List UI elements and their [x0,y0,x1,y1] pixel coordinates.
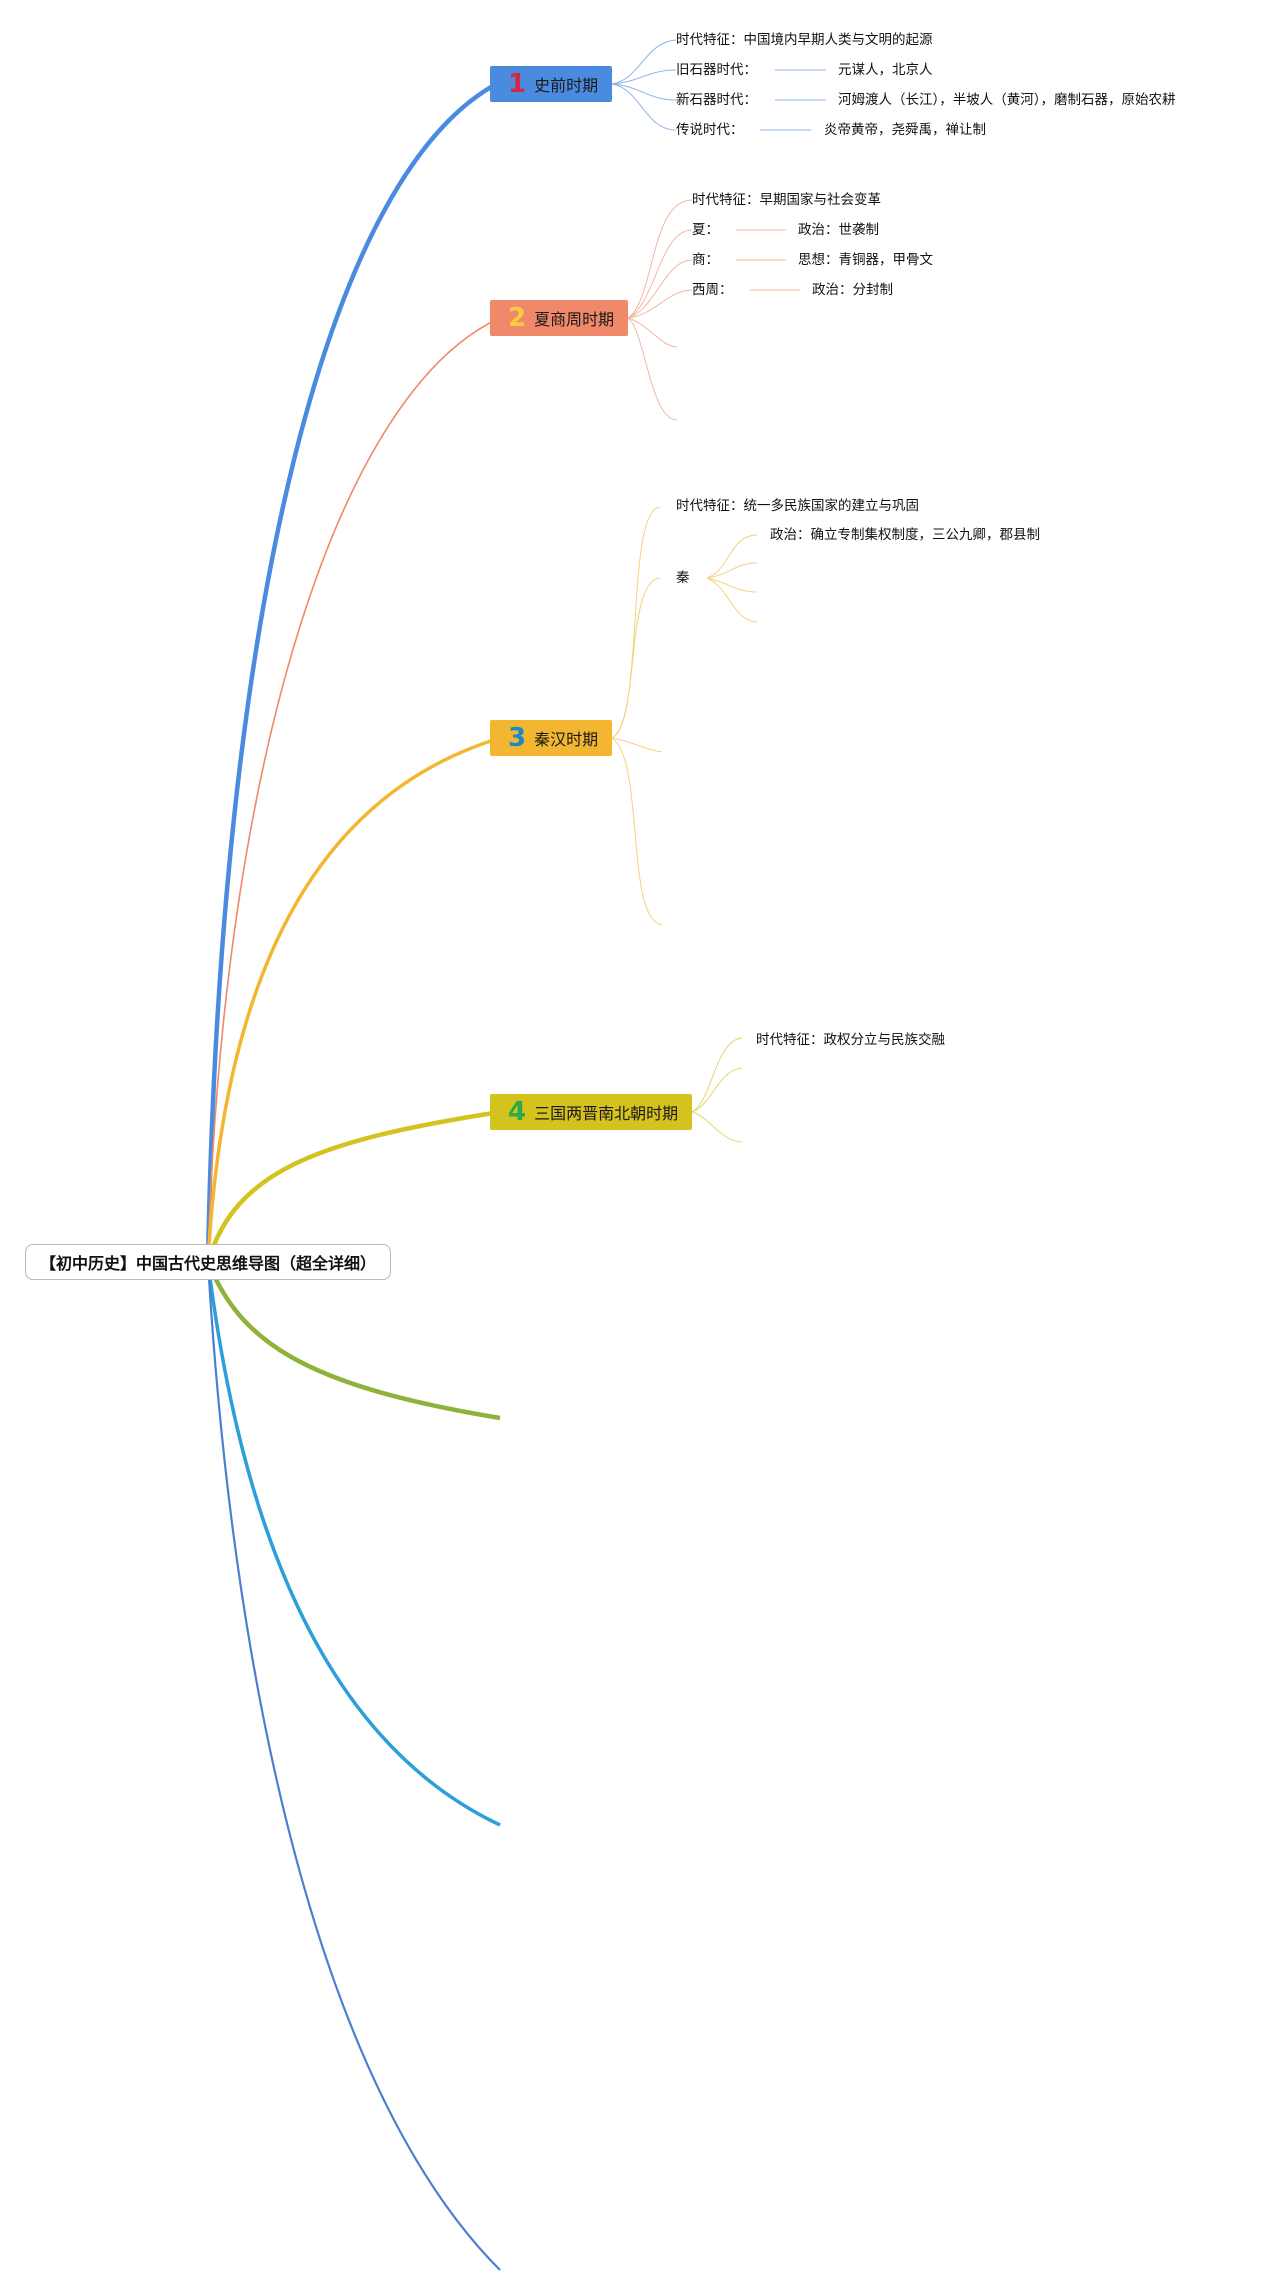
branch-3-child-connectors [611,506,758,926]
leaf-value[interactable]: 元谋人，北京人 [838,62,933,78]
leaf-value[interactable]: 河姆渡人（长江），半坡人（黄河），磨制石器，原始农耕 [838,92,1176,108]
mindmap-root[interactable]: 【初中历史】中国古代史思维导图（超全详细） [25,1244,391,1280]
branch-number-4: 4 [508,1097,527,1127]
branch-node-qin-han[interactable]: 3 秦汉时期 [490,720,612,756]
branch-label: 三国两晋南北朝时期 [534,1104,679,1123]
connector-branch-4 [205,1109,501,1263]
root-label: 【初中历史】中国古代史思维导图（超全详细） [39,1254,376,1273]
branch-node-xia-shang-zhou[interactable]: 2 夏商周时期 [490,300,628,336]
branch-node-prehistoric[interactable]: 1 史前时期 [490,66,612,102]
leaf-text[interactable]: 商： [692,252,719,268]
leaf-text[interactable]: 传说时代： [676,122,744,138]
branch-label: 夏商周时期 [534,310,615,329]
connector-branch-3 [206,736,501,1263]
leaf-text[interactable]: 秦 [676,570,690,586]
connector-branch-7 [206,1261,501,2271]
branch-number-1: 1 [508,69,527,99]
branch-number-3: 3 [508,723,527,753]
connector-branch-5 [205,1261,501,1421]
branch-label: 史前时期 [534,76,599,95]
branch-2-child-connectors [627,199,800,421]
branch-number-2: 2 [508,303,527,333]
leaf-value[interactable]: 政治：分封制 [812,282,893,298]
leaf-text[interactable]: 时代特征：政权分立与民族交融 [756,1032,945,1048]
leaf-text[interactable]: 时代特征：中国境内早期人类与文明的起源 [676,32,933,48]
connector-branch-6 [206,1261,501,1827]
branch-label: 秦汉时期 [534,730,599,749]
connector-branch-1 [205,80,502,1263]
branch-1-child-connectors [611,39,826,131]
leaf-text[interactable]: 新石器时代： [676,92,757,108]
leaf-text[interactable]: 旧石器时代： [676,62,757,78]
leaf-value[interactable]: 政治：确立专制集权制度，三公九卿，郡县制 [770,527,1040,543]
leaf-value[interactable]: 炎帝黄帝，尧舜禹，禅让制 [824,122,986,138]
leaf-text[interactable]: 时代特征：早期国家与社会变革 [692,192,881,208]
leaf-value[interactable]: 思想：青铜器，甲骨文 [798,252,933,268]
branch-4-child-connectors [691,1037,743,1143]
connector-branch-2 [207,317,501,1263]
leaf-text[interactable]: 时代特征：统一多民族国家的建立与巩固 [676,498,919,514]
branch-node-three-kingdoms[interactable]: 4 三国两晋南北朝时期 [490,1094,692,1130]
leaf-value[interactable]: 政治：世袭制 [798,222,879,238]
leaf-text[interactable]: 西周： [692,282,733,298]
leaf-text[interactable]: 夏： [692,222,719,238]
